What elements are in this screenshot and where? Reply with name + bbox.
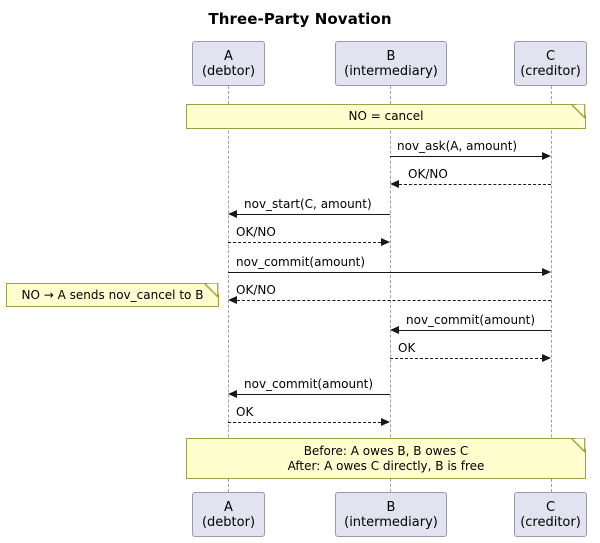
- participant-role: (intermediary): [344, 63, 438, 79]
- page-title: Three-Party Novation: [208, 10, 392, 28]
- participant-role: (intermediary): [344, 514, 438, 530]
- message-line-6: [237, 300, 551, 301]
- note-fold-icon: [208, 283, 219, 294]
- participant-top-C[interactable]: C (creditor): [514, 41, 587, 86]
- message-line-5: [228, 272, 542, 273]
- participant-name: B: [386, 48, 396, 64]
- note-top-text: NO = cancel: [348, 109, 424, 123]
- note-fold-line-icon: [204, 283, 219, 298]
- arrowhead-right-4: [381, 238, 390, 246]
- participant-top-A[interactable]: A (debtor): [192, 41, 265, 86]
- message-line-3: [237, 214, 390, 215]
- arrowhead-right-8: [542, 354, 551, 362]
- note-left-text: NO → A sends nov_cancel to B: [21, 287, 204, 302]
- note-fold-icon: [575, 104, 586, 115]
- message-line-9: [237, 394, 390, 395]
- message-label-3: nov_start(C, amount): [244, 197, 372, 211]
- arrowhead-left-7: [390, 326, 399, 334]
- message-label-1: nov_ask(A, amount): [397, 139, 518, 153]
- message-line-7: [399, 330, 551, 331]
- participant-name: B: [386, 499, 396, 515]
- message-label-6: OK/NO: [236, 283, 276, 297]
- message-line-2: [399, 184, 551, 185]
- participant-role: (creditor): [520, 63, 581, 79]
- note-bottom: Before: A owes B, B owes C After: A owes…: [186, 438, 586, 479]
- participant-role: (debtor): [201, 514, 256, 530]
- message-label-2: OK/NO: [408, 167, 448, 181]
- message-line-4: [228, 242, 381, 243]
- message-line-1: [390, 156, 543, 157]
- participant-name: A: [224, 48, 233, 64]
- message-label-8: OK: [398, 341, 416, 355]
- arrowhead-right-10: [381, 418, 390, 426]
- note-fold-line-icon: [571, 104, 586, 119]
- participant-role: (debtor): [201, 63, 256, 79]
- note-fold-icon: [575, 438, 586, 449]
- participant-role: (creditor): [520, 514, 581, 530]
- note-top: NO = cancel: [186, 104, 586, 129]
- arrowhead-right-1: [542, 152, 551, 160]
- note-left: NO → A sends nov_cancel to B: [6, 283, 219, 307]
- participant-bottom-C[interactable]: C (creditor): [514, 492, 587, 537]
- participant-name: A: [224, 499, 233, 515]
- message-label-9: nov_commit(amount): [244, 377, 374, 391]
- participant-name: C: [545, 48, 556, 64]
- participant-name: C: [545, 499, 556, 515]
- lifeline-C: [551, 86, 552, 492]
- message-label-5: nov_commit(amount): [236, 255, 366, 269]
- message-line-8: [390, 358, 543, 359]
- note-fold-line-icon: [571, 438, 586, 453]
- lifeline-A: [228, 86, 229, 492]
- message-label-7: nov_commit(amount): [406, 313, 536, 327]
- message-line-10: [228, 422, 381, 423]
- arrowhead-left-2: [390, 180, 399, 188]
- message-label-10: OK: [236, 405, 254, 419]
- participant-bottom-A[interactable]: A (debtor): [192, 492, 265, 537]
- arrowhead-left-3: [228, 210, 237, 218]
- participant-bottom-B[interactable]: B (intermediary): [335, 492, 447, 537]
- lifeline-B: [390, 86, 391, 492]
- arrowhead-left-9: [228, 390, 237, 398]
- message-label-4: OK/NO: [236, 225, 276, 239]
- note-bottom-line-1: Before: A owes B, B owes C: [303, 443, 469, 458]
- arrowhead-left-6: [228, 296, 237, 304]
- note-bottom-line-2: After: A owes C directly, B is free: [287, 458, 485, 473]
- participant-top-B[interactable]: B (intermediary): [335, 41, 447, 86]
- arrowhead-right-5: [542, 268, 551, 276]
